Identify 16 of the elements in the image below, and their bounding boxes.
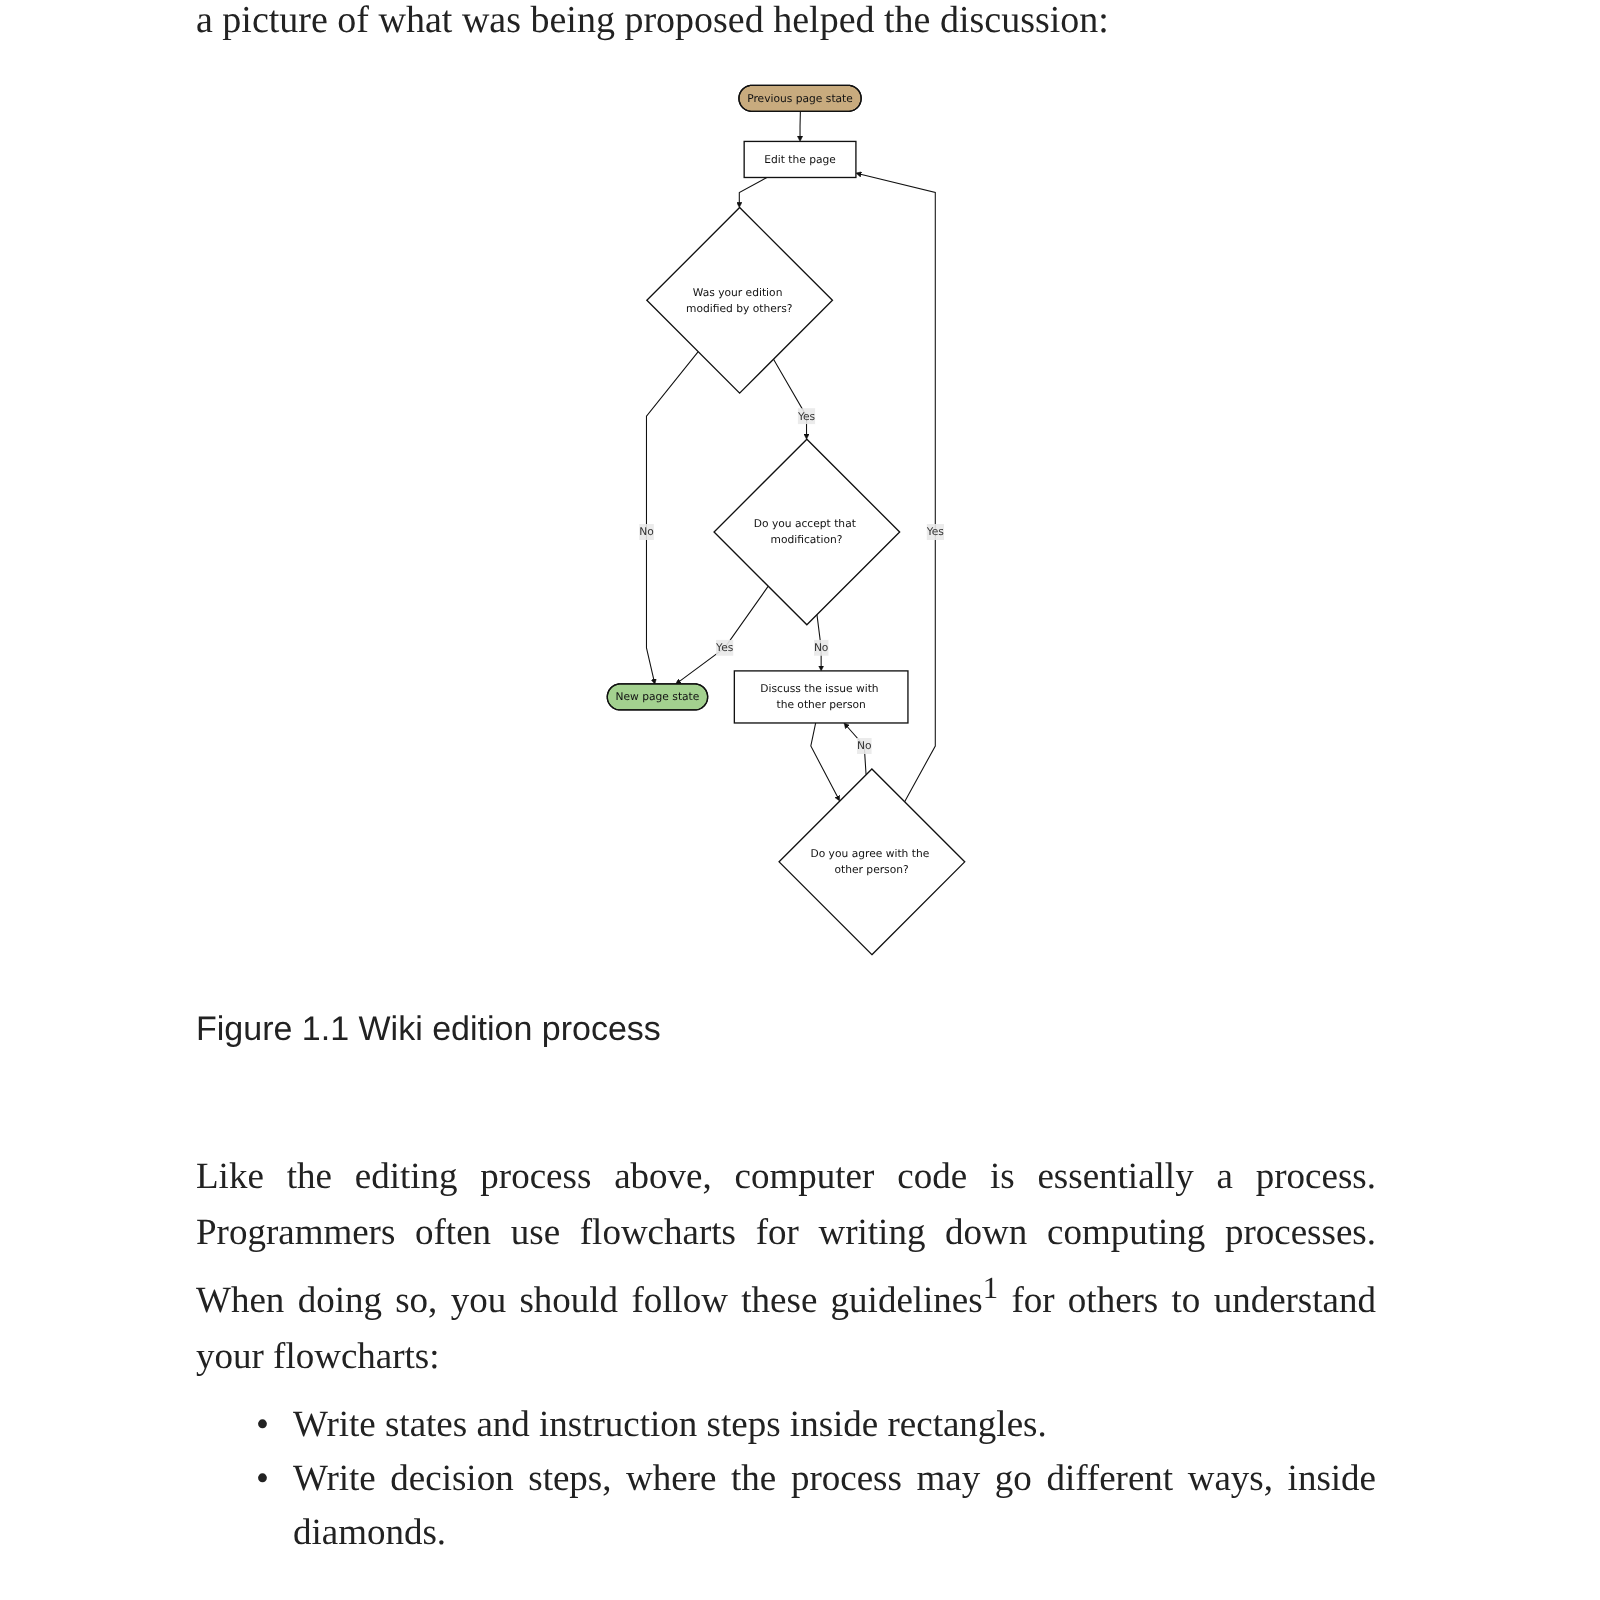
arrow bbox=[843, 722, 867, 776]
bullet-marker: • bbox=[256, 1458, 269, 1504]
arrow bbox=[675, 585, 769, 685]
arrow bbox=[736, 176, 768, 208]
figure-caption: Figure 1.1 Wiki edition process bbox=[196, 1010, 661, 1050]
body-paragraph: Like the editing process above, computer code is essentially a process. Programmers often use flowcharts for writing down computing processes. When doing so, you should follow these guidelines$^{1}$ for others to understand your flowcharts: bbox=[196, 1156, 1376, 1383]
bullet-text: Write decision steps, where the process may go different ways, inside diamonds. bbox=[292, 1458, 1376, 1558]
bullet-marker: • bbox=[256, 1404, 269, 1450]
arrow bbox=[772, 358, 810, 440]
arrow bbox=[855, 171, 936, 803]
arrow bbox=[816, 613, 825, 672]
arrow bbox=[810, 722, 840, 802]
arrow bbox=[797, 111, 803, 142]
bullet-text: Write states and instruction steps inside rectangles. bbox=[292, 1404, 1049, 1450]
body-text: a picture of what was being proposed helped the discussion: bbox=[196, 0, 1109, 44]
arrow bbox=[645, 351, 699, 685]
